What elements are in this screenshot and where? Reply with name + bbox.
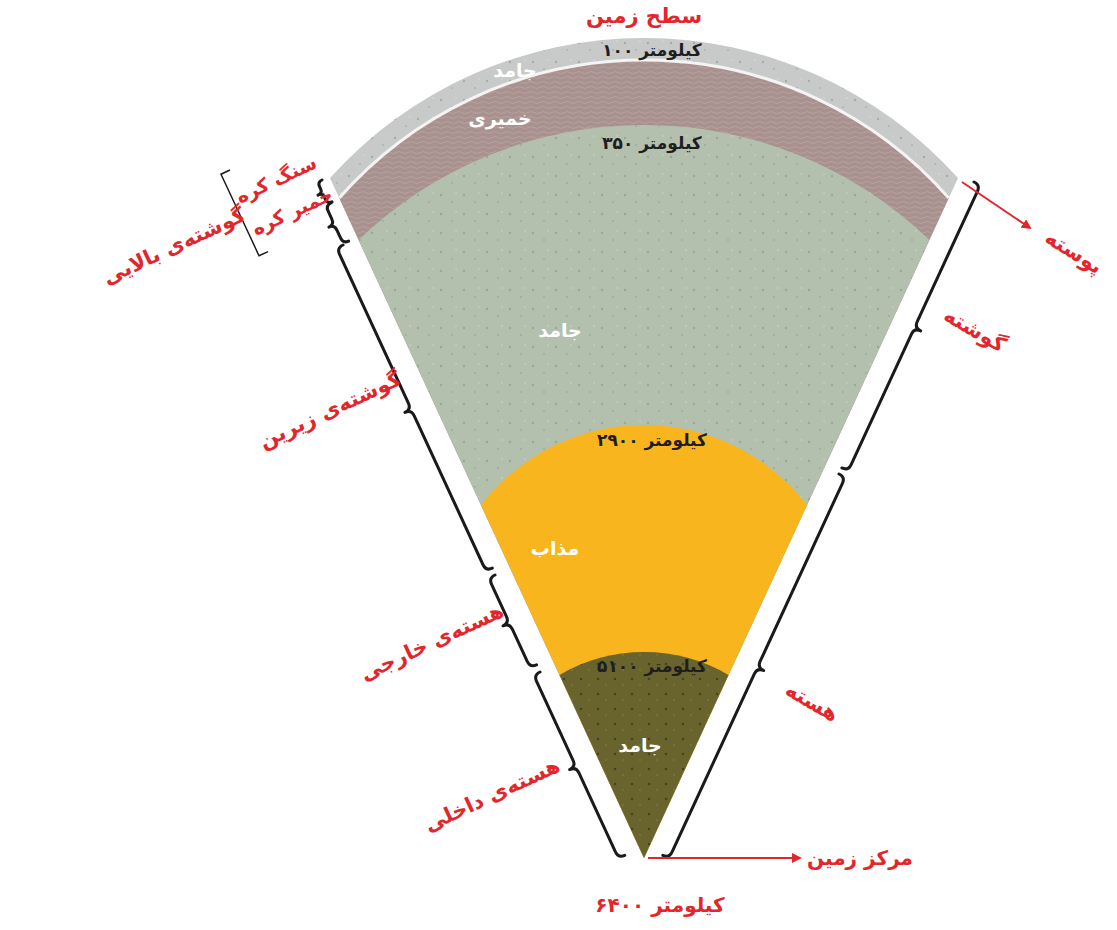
depth-label: ۳۵۰ کیلومتر — [602, 133, 702, 153]
leader-arrow — [962, 182, 1030, 228]
layer-name: گوشته‌ی زیرین — [255, 367, 404, 454]
brace — [320, 203, 349, 246]
layer-name: گوشته — [940, 303, 1010, 357]
center-label: مرکز زمین — [807, 846, 913, 870]
layer-state: خمیری — [468, 107, 531, 129]
earth-layer: جامد — [493, 59, 537, 81]
crust-layer — [330, 38, 958, 858]
earth-layer: جامد — [538, 319, 582, 341]
earth-layer: خمیری — [468, 107, 531, 129]
layer-name: هسته‌ی خارجی — [357, 598, 508, 685]
layer-state: مذاب — [531, 537, 579, 559]
asthenosphere-texture — [339, 60, 949, 858]
lower-mantle-texture — [359, 125, 930, 858]
depth-label: ۲۹۰۰ کیلومتر — [597, 430, 707, 450]
inner-core-texture — [560, 652, 729, 858]
crust-texture — [330, 38, 958, 858]
depth-label: ۵۱۰۰ کیلومتر — [597, 656, 707, 676]
leader-arrow — [648, 857, 800, 859]
layer-name: هسته — [781, 677, 843, 726]
layer-state: جامد — [618, 734, 662, 756]
layer-state: جامد — [538, 319, 582, 341]
earth-layer: جامد — [618, 734, 662, 756]
surface-label: سطح زمین — [586, 4, 702, 28]
layer-state: جامد — [493, 59, 537, 81]
layer-name: پوسته — [1041, 225, 1107, 279]
outer-core-layer — [481, 425, 807, 858]
depth-label: ۱۰۰ کیلومتر — [602, 40, 702, 60]
layer-name: گوشته‌ی بالایی — [99, 202, 249, 289]
asthenosphere-layer — [339, 60, 949, 858]
earth-layer: مذاب — [531, 537, 579, 559]
layer-name: هسته‌ی داخلی — [420, 753, 563, 837]
inner-core-layer — [560, 652, 729, 858]
depth-label: ۶۴۰۰ کیلومتر — [595, 893, 724, 917]
lower-mantle-layer — [359, 125, 930, 858]
